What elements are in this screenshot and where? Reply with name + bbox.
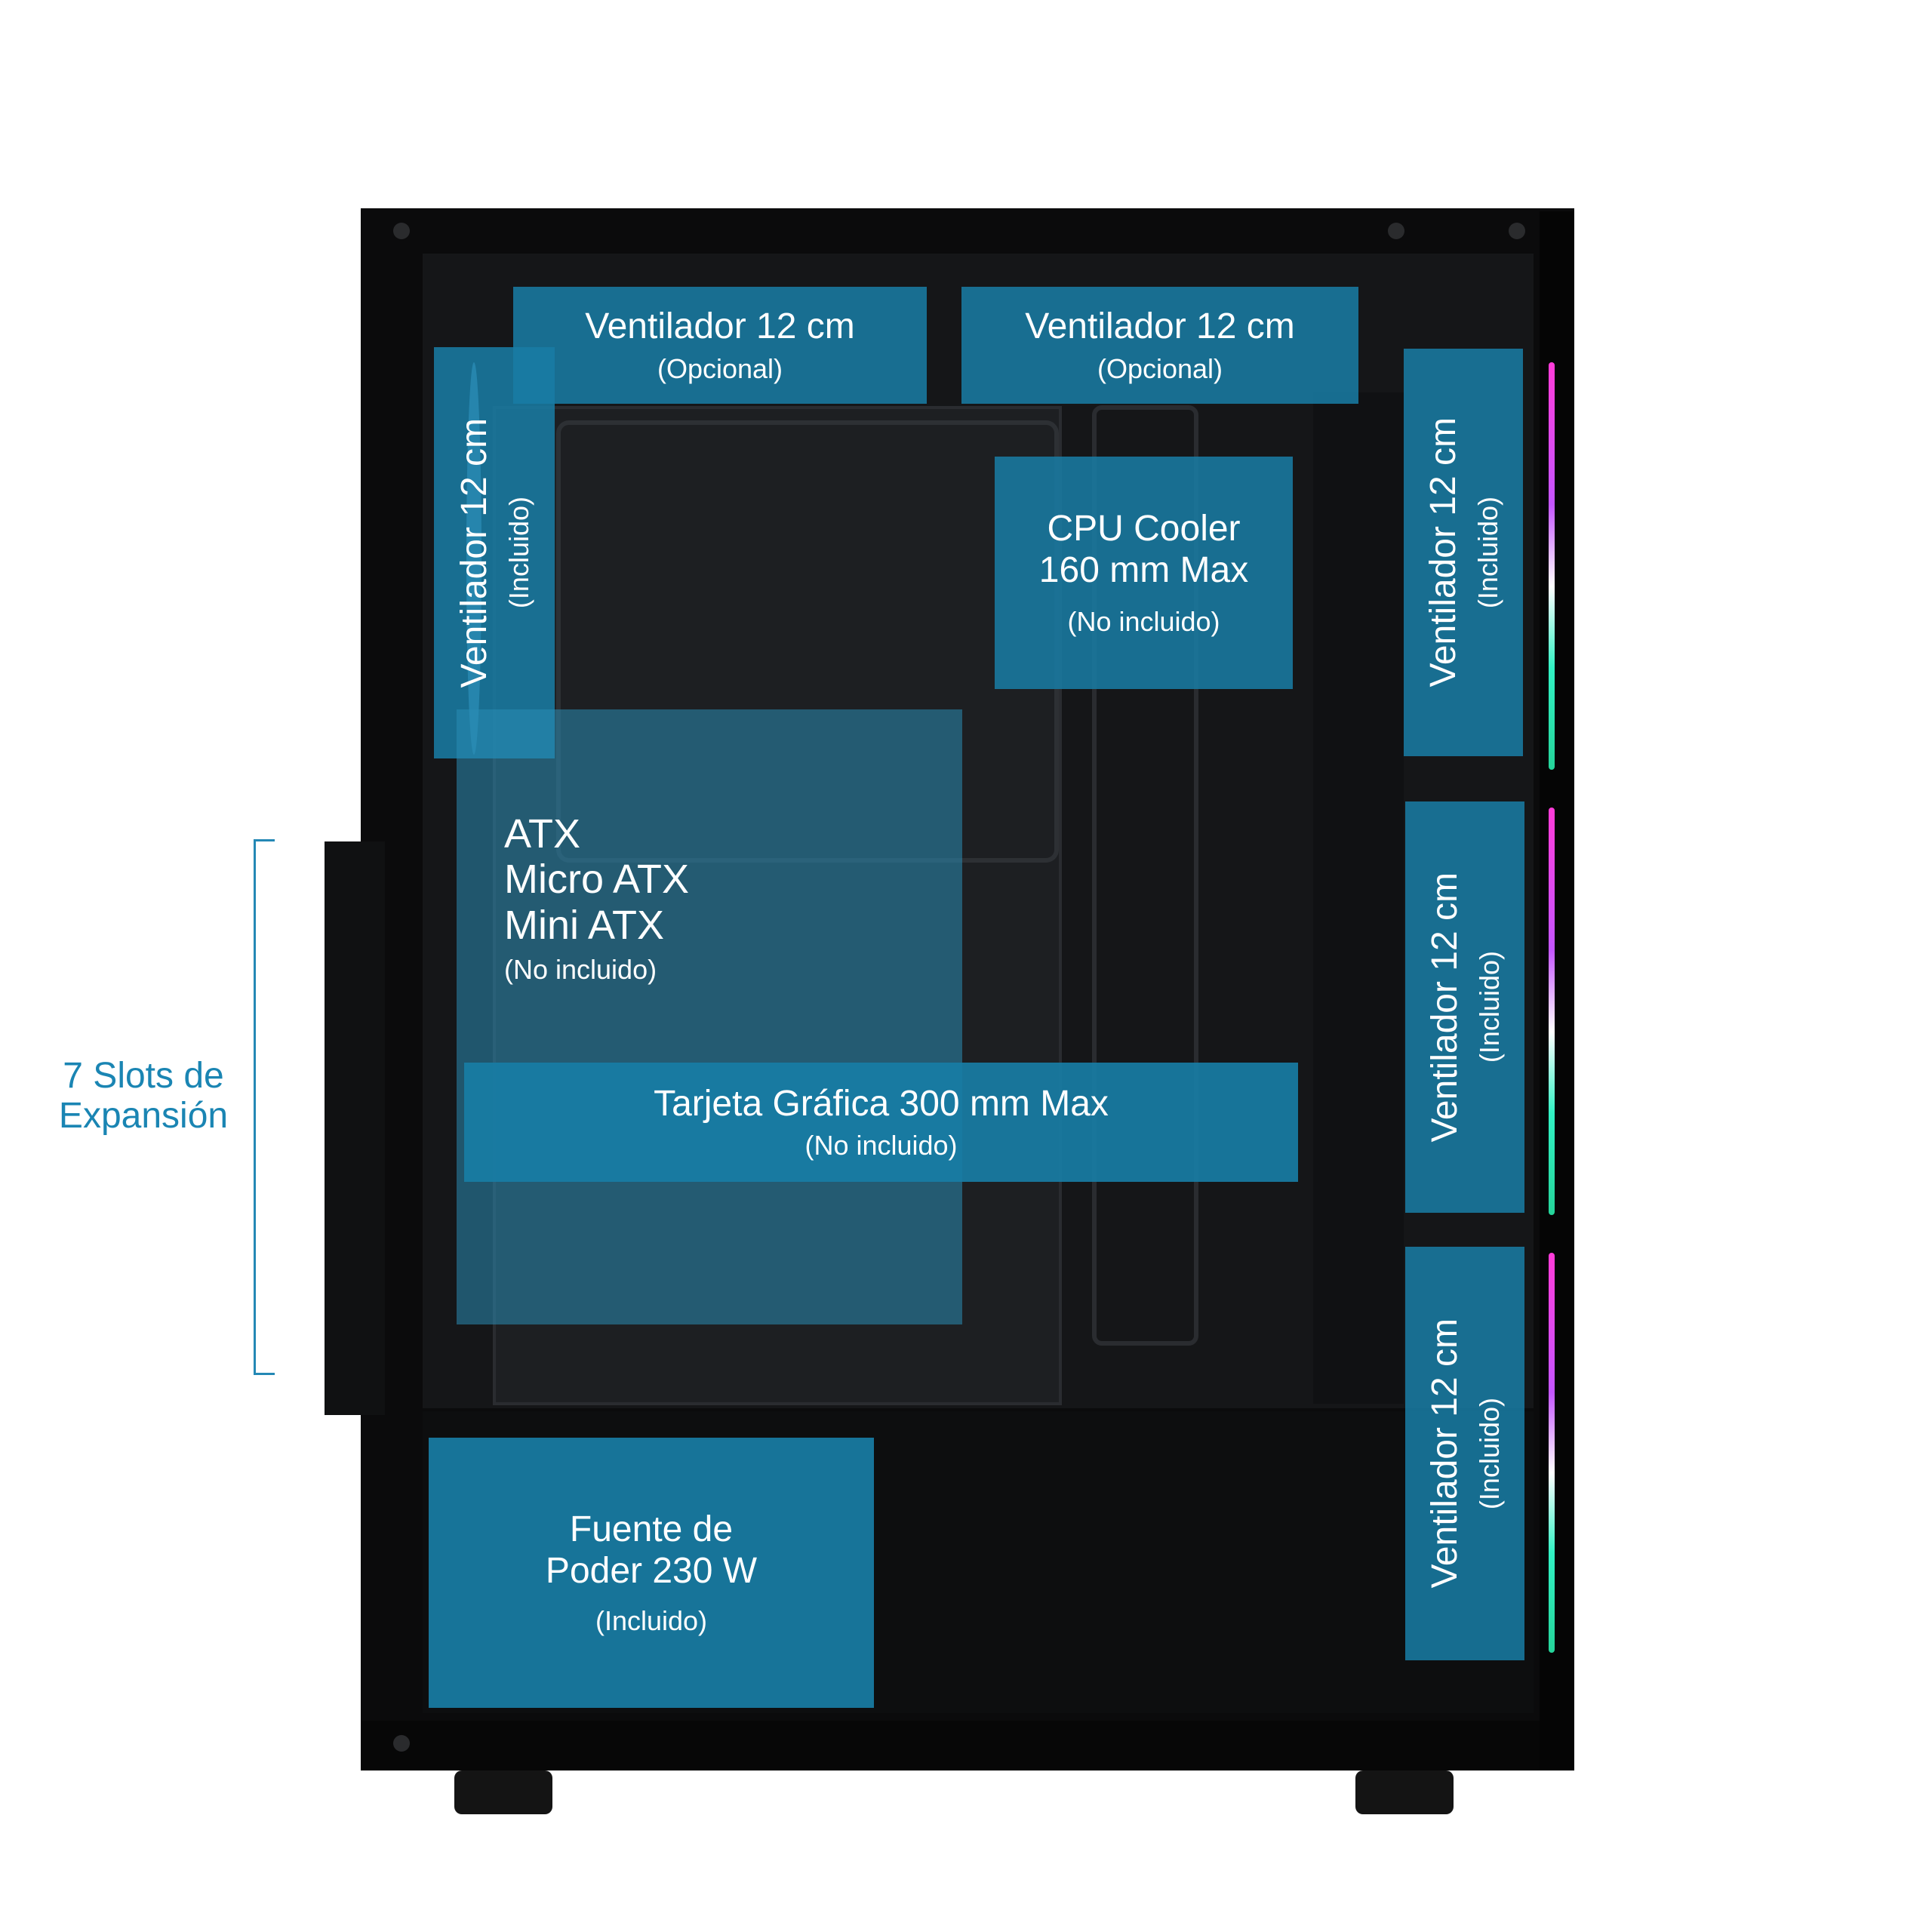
cpu-cooler-line1: CPU Cooler: [1047, 509, 1241, 549]
front-fan-3-note: (Incluido): [1474, 1397, 1505, 1510]
mobo-mini-atx: Mini ATX: [504, 902, 665, 948]
gpu-note: (No incluido): [804, 1130, 958, 1161]
top-fan-1-note: (Opcional): [657, 352, 783, 384]
tray-panel: [1092, 405, 1198, 1346]
screw: [393, 223, 410, 239]
expansion-slots-line1: 7 Slots de: [63, 1056, 224, 1096]
rgb-strip: [1549, 808, 1555, 1215]
mobo-atx: ATX: [504, 811, 581, 857]
motherboard-labels: ATX Micro ATX Mini ATX (No incluido): [504, 811, 689, 986]
front-fan-2-title: Ventilador 12 cm: [1424, 872, 1465, 1143]
top-fan-2-title: Ventilador 12 cm: [1025, 306, 1295, 347]
top-fan-2-label: Ventilador 12 cm (Opcional): [961, 287, 1358, 404]
cpu-cooler-note: (No incluido): [1067, 605, 1220, 637]
front-fan-1-label: Ventilador 12 cm (Incluido): [1404, 349, 1523, 756]
expansion-slots-line2: Expansión: [58, 1095, 229, 1136]
mobo-note: (No incluido): [504, 954, 657, 986]
rgb-strip: [1549, 362, 1555, 770]
case-foot-right: [1355, 1770, 1454, 1814]
rear-fan-title: Ventilador 12 cm: [454, 417, 494, 688]
psu-label: Fuente de Poder 230 W (Incluido): [429, 1438, 874, 1708]
top-fan-1-label: Ventilador 12 cm (Opcional): [513, 287, 927, 404]
front-fan-3-label: Ventilador 12 cm (Incluido): [1405, 1247, 1524, 1660]
expansion-slots-label: 7 Slots de Expansión: [30, 1056, 257, 1137]
front-fan-2-label: Ventilador 12 cm (Incluido): [1405, 801, 1524, 1213]
rear-fan-note: (Incluido): [503, 497, 534, 609]
cpu-cooler-line2: 160 mm Max: [1038, 550, 1249, 591]
cpu-cooler-label: CPU Cooler 160 mm Max (No incluido): [995, 457, 1293, 689]
expansion-slots-bracket: [254, 839, 275, 1375]
screw: [1388, 223, 1404, 239]
gpu-title: Tarjeta Gráfica 300 mm Max: [654, 1083, 1109, 1124]
motherboard-area: [457, 709, 962, 1324]
front-fan-1-title: Ventilador 12 cm: [1423, 417, 1463, 688]
top-fan-2-note: (Opcional): [1097, 352, 1223, 384]
gpu-label: Tarjeta Gráfica 300 mm Max (No incluido): [464, 1063, 1298, 1182]
rgb-strip: [1549, 1253, 1555, 1653]
case-foot-left: [454, 1770, 552, 1814]
mobo-micro-atx: Micro ATX: [504, 857, 690, 903]
screw: [1509, 223, 1525, 239]
psu-note: (Incluido): [595, 1604, 708, 1636]
rear-fan-label: Ventilador 12 cm (Incluido): [434, 347, 555, 758]
psu-line2: Poder 230 W: [545, 1551, 758, 1592]
front-fan-3-title: Ventilador 12 cm: [1424, 1318, 1465, 1589]
cable-channel: [1313, 392, 1404, 1404]
case-bottom-bar: [361, 1721, 1574, 1770]
psu-line1: Fuente de: [569, 1509, 734, 1550]
screw: [393, 1735, 410, 1752]
front-fan-2-note: (Incluido): [1474, 951, 1505, 1063]
front-glass-edge: [1540, 211, 1574, 1770]
front-fan-1-note: (Incluido): [1472, 496, 1503, 609]
top-fan-1-title: Ventilador 12 cm: [585, 306, 855, 347]
expansion-slot-panel: [325, 841, 385, 1415]
